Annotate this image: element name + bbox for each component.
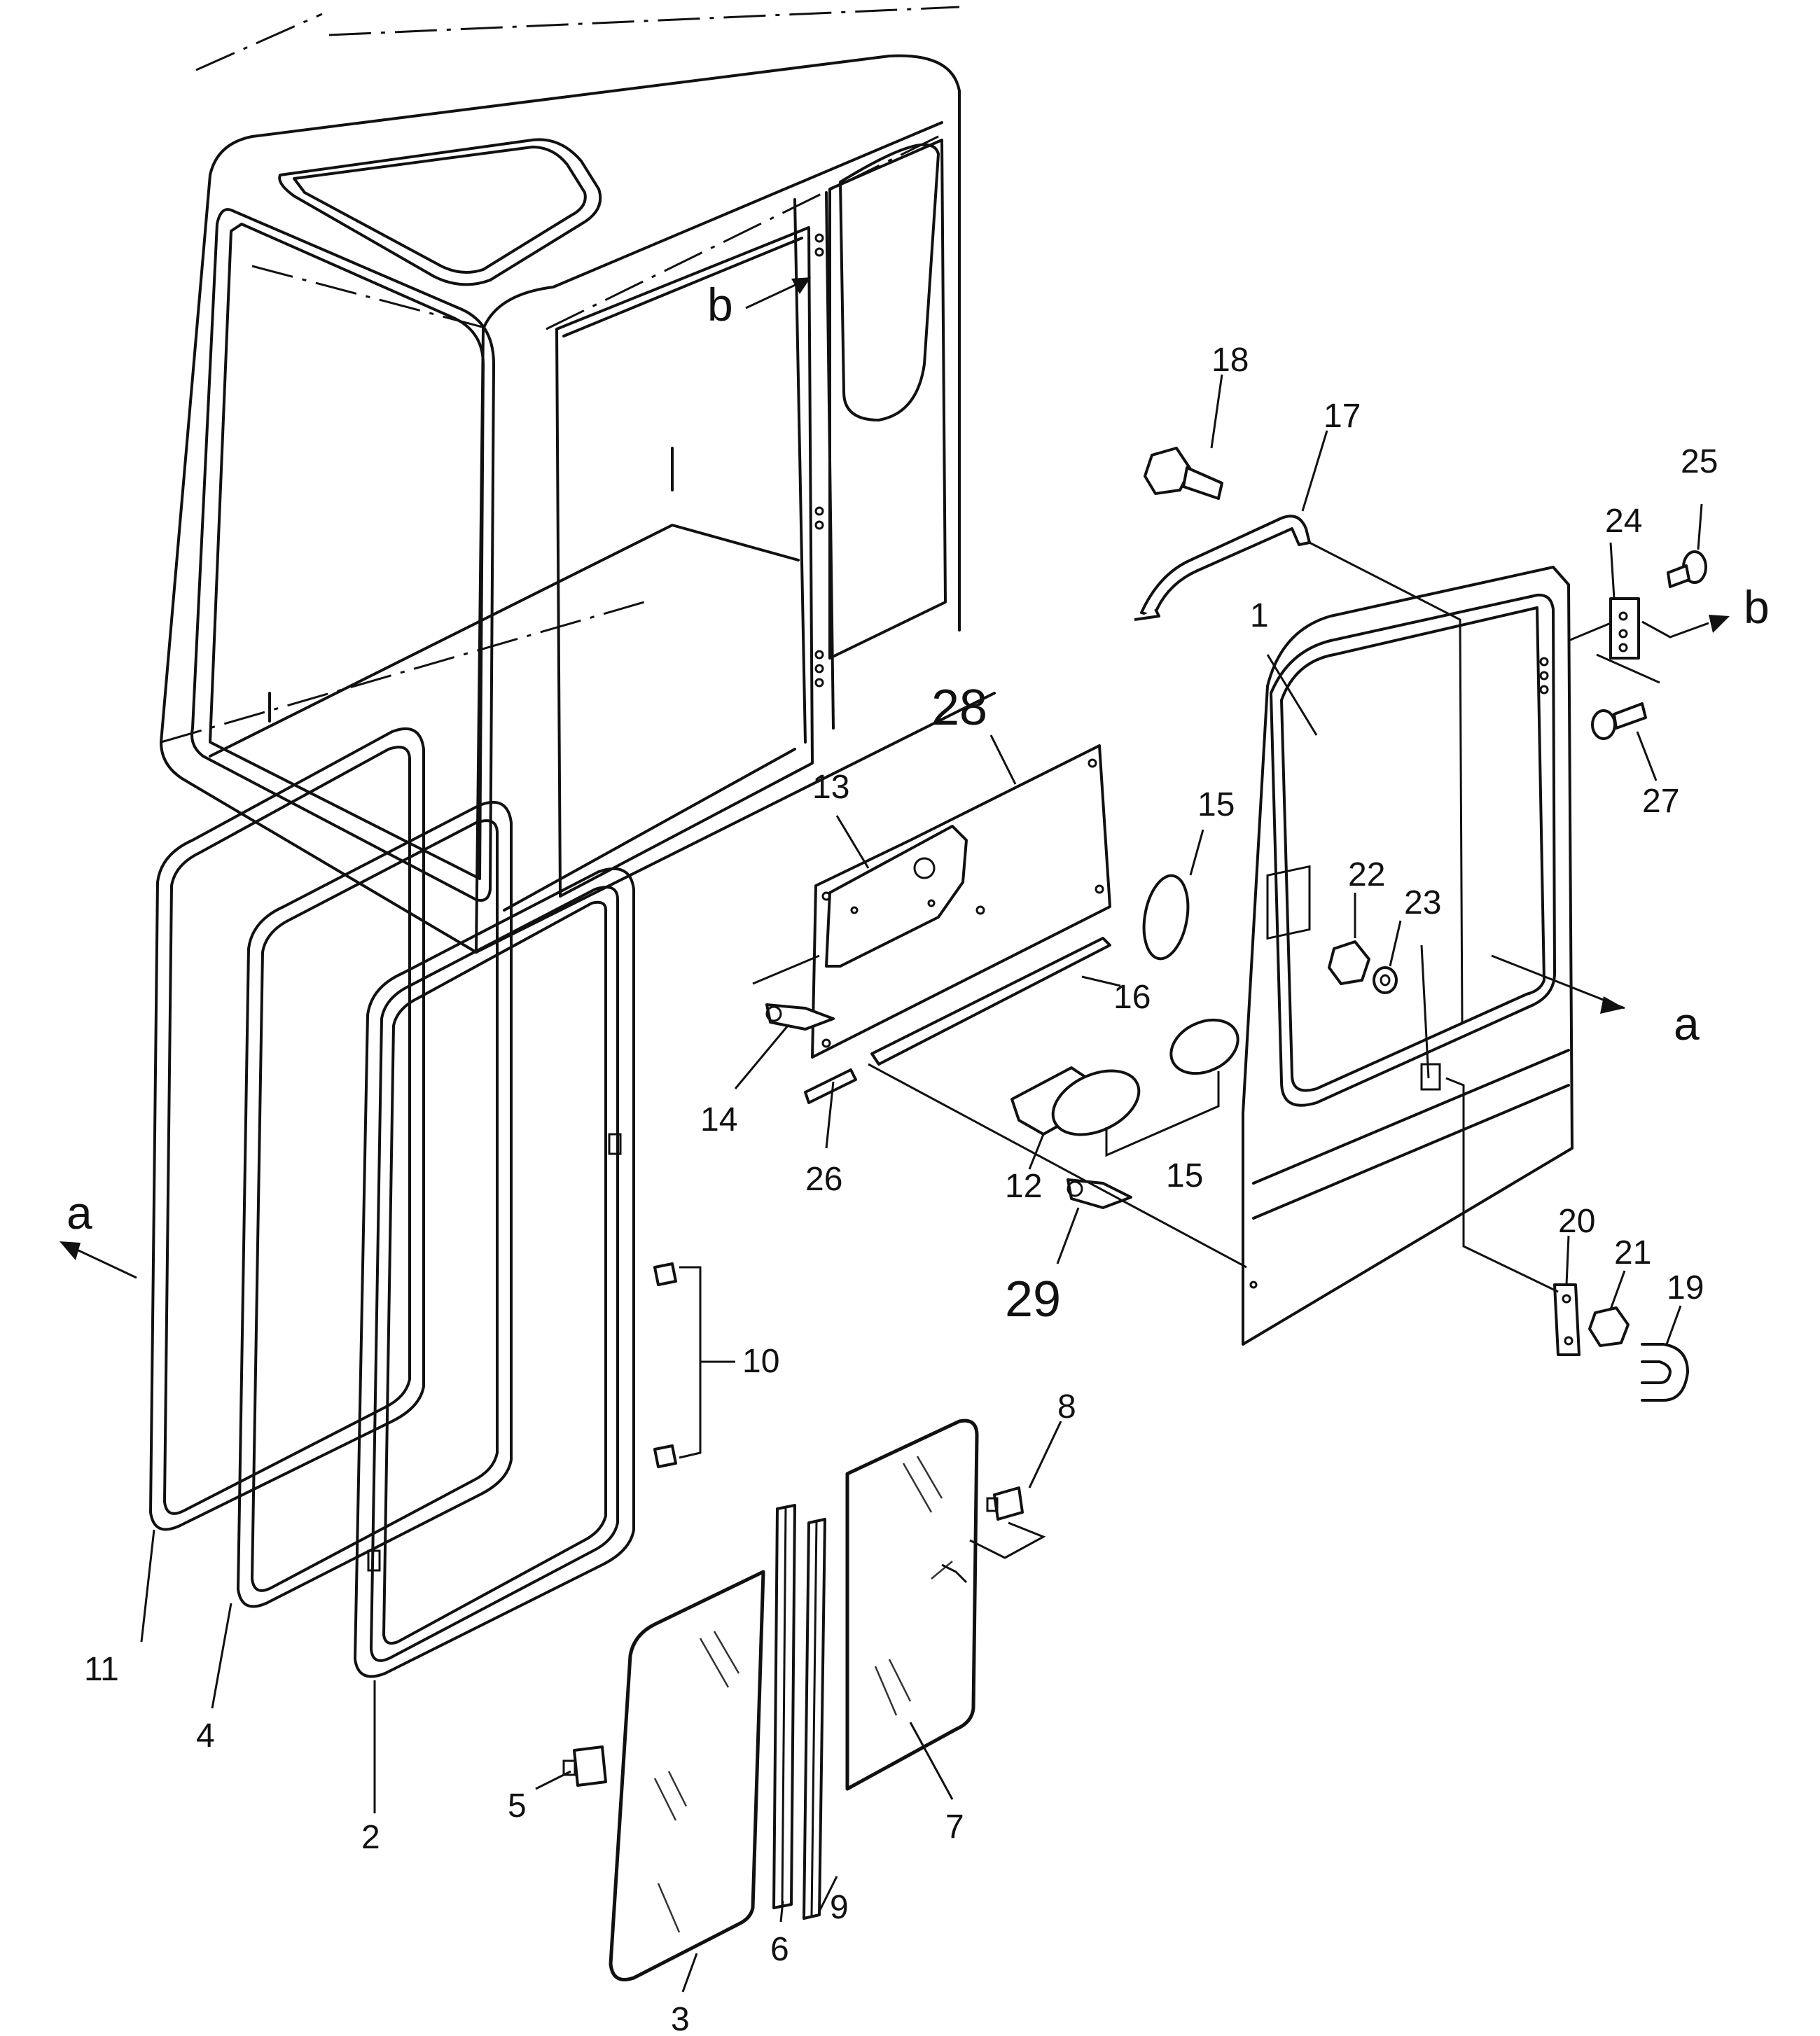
label-part-16: 16 (1113, 979, 1151, 1016)
label-part-15-lower: 15 (1166, 1157, 1203, 1194)
bolt-18 (1144, 447, 1223, 500)
view-ref-b-cab: b (707, 279, 733, 330)
nut-22 (1328, 940, 1370, 985)
seal-2 (354, 867, 635, 1678)
label-part-22: 22 (1348, 856, 1385, 893)
label-part-29: 29 (1005, 1271, 1061, 1327)
view-arrow-b-right: b (1641, 581, 1770, 639)
label-part-23: 23 (1404, 884, 1441, 921)
seal-4 (237, 801, 513, 1608)
plate-20 (1553, 1283, 1581, 1356)
label-part-12: 12 (1005, 1168, 1042, 1205)
pad-15-lower-b (1169, 1018, 1239, 1075)
view-ref-b-right: b (1744, 581, 1770, 633)
view-ref-a-right: a (1674, 998, 1700, 1050)
glass-3 (609, 1570, 765, 1981)
label-part-27: 27 (1642, 783, 1679, 820)
label-part-26: 26 (805, 1161, 842, 1198)
label-part-8: 8 (1057, 1388, 1076, 1425)
label-part-7: 7 (945, 1808, 964, 1846)
label-part-20: 20 (1558, 1203, 1595, 1240)
trim-panel-13 (825, 825, 968, 968)
block-10-top (653, 1262, 677, 1286)
rod-26 (804, 1068, 857, 1104)
u-bolt-19 (1641, 1343, 1689, 1402)
label-part-17: 17 (1324, 398, 1361, 435)
trim-panel-28 (811, 744, 1111, 1059)
grab-handle (1134, 515, 1311, 621)
nut-21 (1588, 1306, 1630, 1347)
washer-23 (1373, 966, 1398, 994)
strip-16 (870, 937, 1111, 1066)
hinge-24 (1596, 597, 1660, 684)
door-panel (1242, 566, 1574, 1346)
view-arrow-a-right: a (1491, 954, 1700, 1050)
label-part-15-top: 15 (1197, 786, 1235, 823)
label-part-9: 9 (830, 1889, 849, 1926)
label-part-28: 28 (931, 680, 987, 736)
latch-5 (562, 1745, 607, 1787)
leader-lines (140, 374, 1703, 1993)
label-part-3: 3 (671, 2001, 690, 2036)
pad-15-lower-a (1051, 1069, 1141, 1136)
label-part-6: 6 (770, 1931, 789, 1968)
cab-body (160, 6, 996, 954)
view-arrow-b-cab: b (707, 277, 811, 330)
seal-11 (149, 727, 425, 1531)
label-part-14: 14 (700, 1101, 737, 1138)
clip-29 (1067, 1178, 1132, 1209)
label-part-25: 25 (1681, 443, 1718, 480)
clip-14 (765, 1003, 835, 1031)
label-part-11: 11 (84, 1651, 119, 1688)
block-10-bottom (653, 1444, 677, 1468)
rail-6 (772, 1504, 796, 1909)
label-part-4: 4 (196, 1717, 215, 1755)
bolt-25 (1667, 550, 1707, 588)
label-part-10: 10 (742, 1343, 779, 1380)
view-ref-a-left: a (67, 1187, 92, 1239)
part-labels: 1 2 3 4 5 6 7 8 9 10 11 12 13 14 15 15 1… (84, 342, 1718, 2036)
view-arrow-a-left: a (60, 1187, 137, 1279)
label-part-21: 21 (1614, 1234, 1651, 1271)
rail-9 (803, 1518, 826, 1920)
label-part-2: 2 (361, 1819, 380, 1856)
label-part-19: 19 (1667, 1269, 1704, 1306)
pad-15-top (1142, 874, 1190, 961)
glass-7 (845, 1418, 979, 1791)
label-part-13: 13 (812, 769, 849, 806)
label-part-24: 24 (1605, 503, 1642, 540)
label-part-5: 5 (508, 1787, 527, 1825)
latch-8 (986, 1486, 1024, 1521)
label-part-1: 1 (1250, 597, 1269, 634)
bolt-27 (1591, 702, 1647, 740)
label-part-18: 18 (1211, 342, 1249, 379)
